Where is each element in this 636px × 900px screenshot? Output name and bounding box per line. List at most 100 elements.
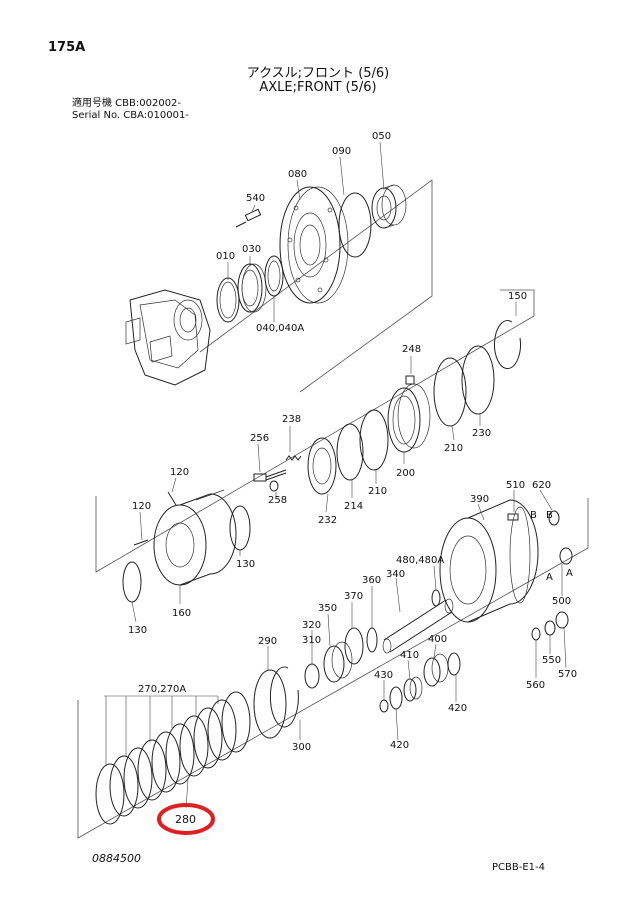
label-510: 510 <box>506 480 525 491</box>
part-210-ring-a <box>433 357 467 427</box>
part-340-shaft <box>382 598 454 654</box>
label-390: 390 <box>470 494 489 505</box>
label-150: 150 <box>508 291 527 302</box>
label-350: 350 <box>318 603 337 614</box>
part-120-pin-a <box>167 491 177 506</box>
label-120-b: 120 <box>132 501 151 512</box>
label-370: 370 <box>344 591 363 602</box>
part-214-ring <box>336 423 364 481</box>
label-310: 310 <box>302 635 321 646</box>
label-030: 030 <box>242 244 261 255</box>
part-420-ring-b <box>389 686 403 710</box>
label-620: 620 <box>532 480 551 491</box>
group-frame-lower <box>77 498 589 839</box>
part-120-pin-b <box>133 539 149 546</box>
label-080: 080 <box>288 169 307 180</box>
part-430-washer <box>379 699 389 713</box>
label-248: 248 <box>402 344 421 355</box>
label-540: 540 <box>246 193 265 204</box>
label-280: 280 <box>175 813 196 826</box>
part-160-carrier <box>153 489 237 586</box>
part-560-ring <box>531 627 541 641</box>
serial-block: 適用号機 CBB:002002- Serial No. CBA:010001- <box>72 98 189 122</box>
label-050: 050 <box>372 131 391 142</box>
label-130-b: 130 <box>128 625 147 636</box>
label-560: 560 <box>526 680 545 691</box>
serial-line-2: Serial No. CBA:010001- <box>72 110 189 121</box>
group-frame-middle <box>95 289 535 573</box>
label-160: 160 <box>172 608 191 619</box>
label-120-a: 120 <box>170 467 189 478</box>
sheet-reference: PCBB-E1-4 <box>492 862 545 873</box>
label-230: 230 <box>472 428 491 439</box>
label-090: 090 <box>332 146 351 157</box>
title-japanese: アクスル;フロント (5/6) <box>246 66 390 81</box>
part-410-bearing <box>403 676 423 702</box>
group-frame-upper <box>199 179 433 393</box>
part-258-washer <box>269 480 279 492</box>
part-300-snap-ring <box>269 666 299 728</box>
part-090-o-ring <box>338 192 372 258</box>
part-510-bolt <box>507 513 519 521</box>
part-350-gear <box>323 641 353 683</box>
part-030-bearing <box>237 263 267 313</box>
part-500-fitting <box>559 547 573 565</box>
part-390-housing <box>439 499 539 623</box>
part-232-plate <box>307 437 337 495</box>
label-210-a: 210 <box>368 486 387 497</box>
part-400-gear <box>423 653 449 687</box>
label-214: 214 <box>344 501 363 512</box>
serial-line-1: 適用号機 CBB:002002- <box>72 98 182 109</box>
part-230-ring <box>461 345 495 415</box>
label-232: 232 <box>318 515 337 526</box>
label-130-a: 130 <box>236 559 255 570</box>
part-130-ring-b <box>122 561 142 603</box>
part-320-washer <box>304 663 320 689</box>
label-010: 010 <box>216 251 235 262</box>
label-200: 200 <box>396 468 415 479</box>
part-200-ring-gear <box>387 383 431 453</box>
label-ref-b-2: B <box>546 510 553 521</box>
part-290-plate <box>253 669 287 739</box>
title-english: AXLE;FRONT (5/6) <box>259 80 377 95</box>
label-290: 290 <box>258 636 277 647</box>
part-labels: 010 030 040,040A 050 080 090 540 150 248… <box>128 131 577 753</box>
label-400: 400 <box>428 634 447 645</box>
page-code: 175A <box>48 40 86 55</box>
part-370-ring <box>344 627 364 665</box>
label-420-a: 420 <box>448 703 467 714</box>
label-500: 500 <box>552 596 571 607</box>
part-550-washer <box>544 620 556 636</box>
leader-lines <box>104 141 567 809</box>
label-ref-a-2: A <box>566 568 573 579</box>
highlight-circle <box>157 803 215 835</box>
part-256-bolt <box>253 469 287 482</box>
part-480-ring <box>431 589 441 607</box>
label-430: 430 <box>374 670 393 681</box>
part-540-bolt <box>235 208 262 228</box>
label-340: 340 <box>386 569 405 580</box>
part-620-plug <box>548 510 560 526</box>
label-300: 300 <box>292 742 311 753</box>
part-050-bearing <box>371 184 407 229</box>
part-210-ring-b <box>359 409 389 471</box>
part-270-disc-stack <box>95 691 251 825</box>
part-420-ring-a <box>447 652 461 676</box>
part-570-plug <box>555 611 569 629</box>
label-ref-b-1: B <box>530 510 537 521</box>
part-360-ring <box>366 627 378 653</box>
label-420-b: 420 <box>390 740 409 751</box>
label-320: 320 <box>302 620 321 631</box>
part-080-hub <box>279 186 349 304</box>
part-248-plug <box>405 375 415 385</box>
label-ref-a-1: A <box>546 572 553 583</box>
part-150-snap-ring <box>494 320 521 370</box>
label-360: 360 <box>362 575 381 586</box>
part-130-ring-a <box>229 505 251 551</box>
label-210-b: 210 <box>444 443 463 454</box>
highlight-280[interactable]: 280 <box>157 803 215 835</box>
label-480: 480,480A <box>396 555 444 566</box>
label-410: 410 <box>400 650 419 661</box>
label-256: 256 <box>250 433 269 444</box>
